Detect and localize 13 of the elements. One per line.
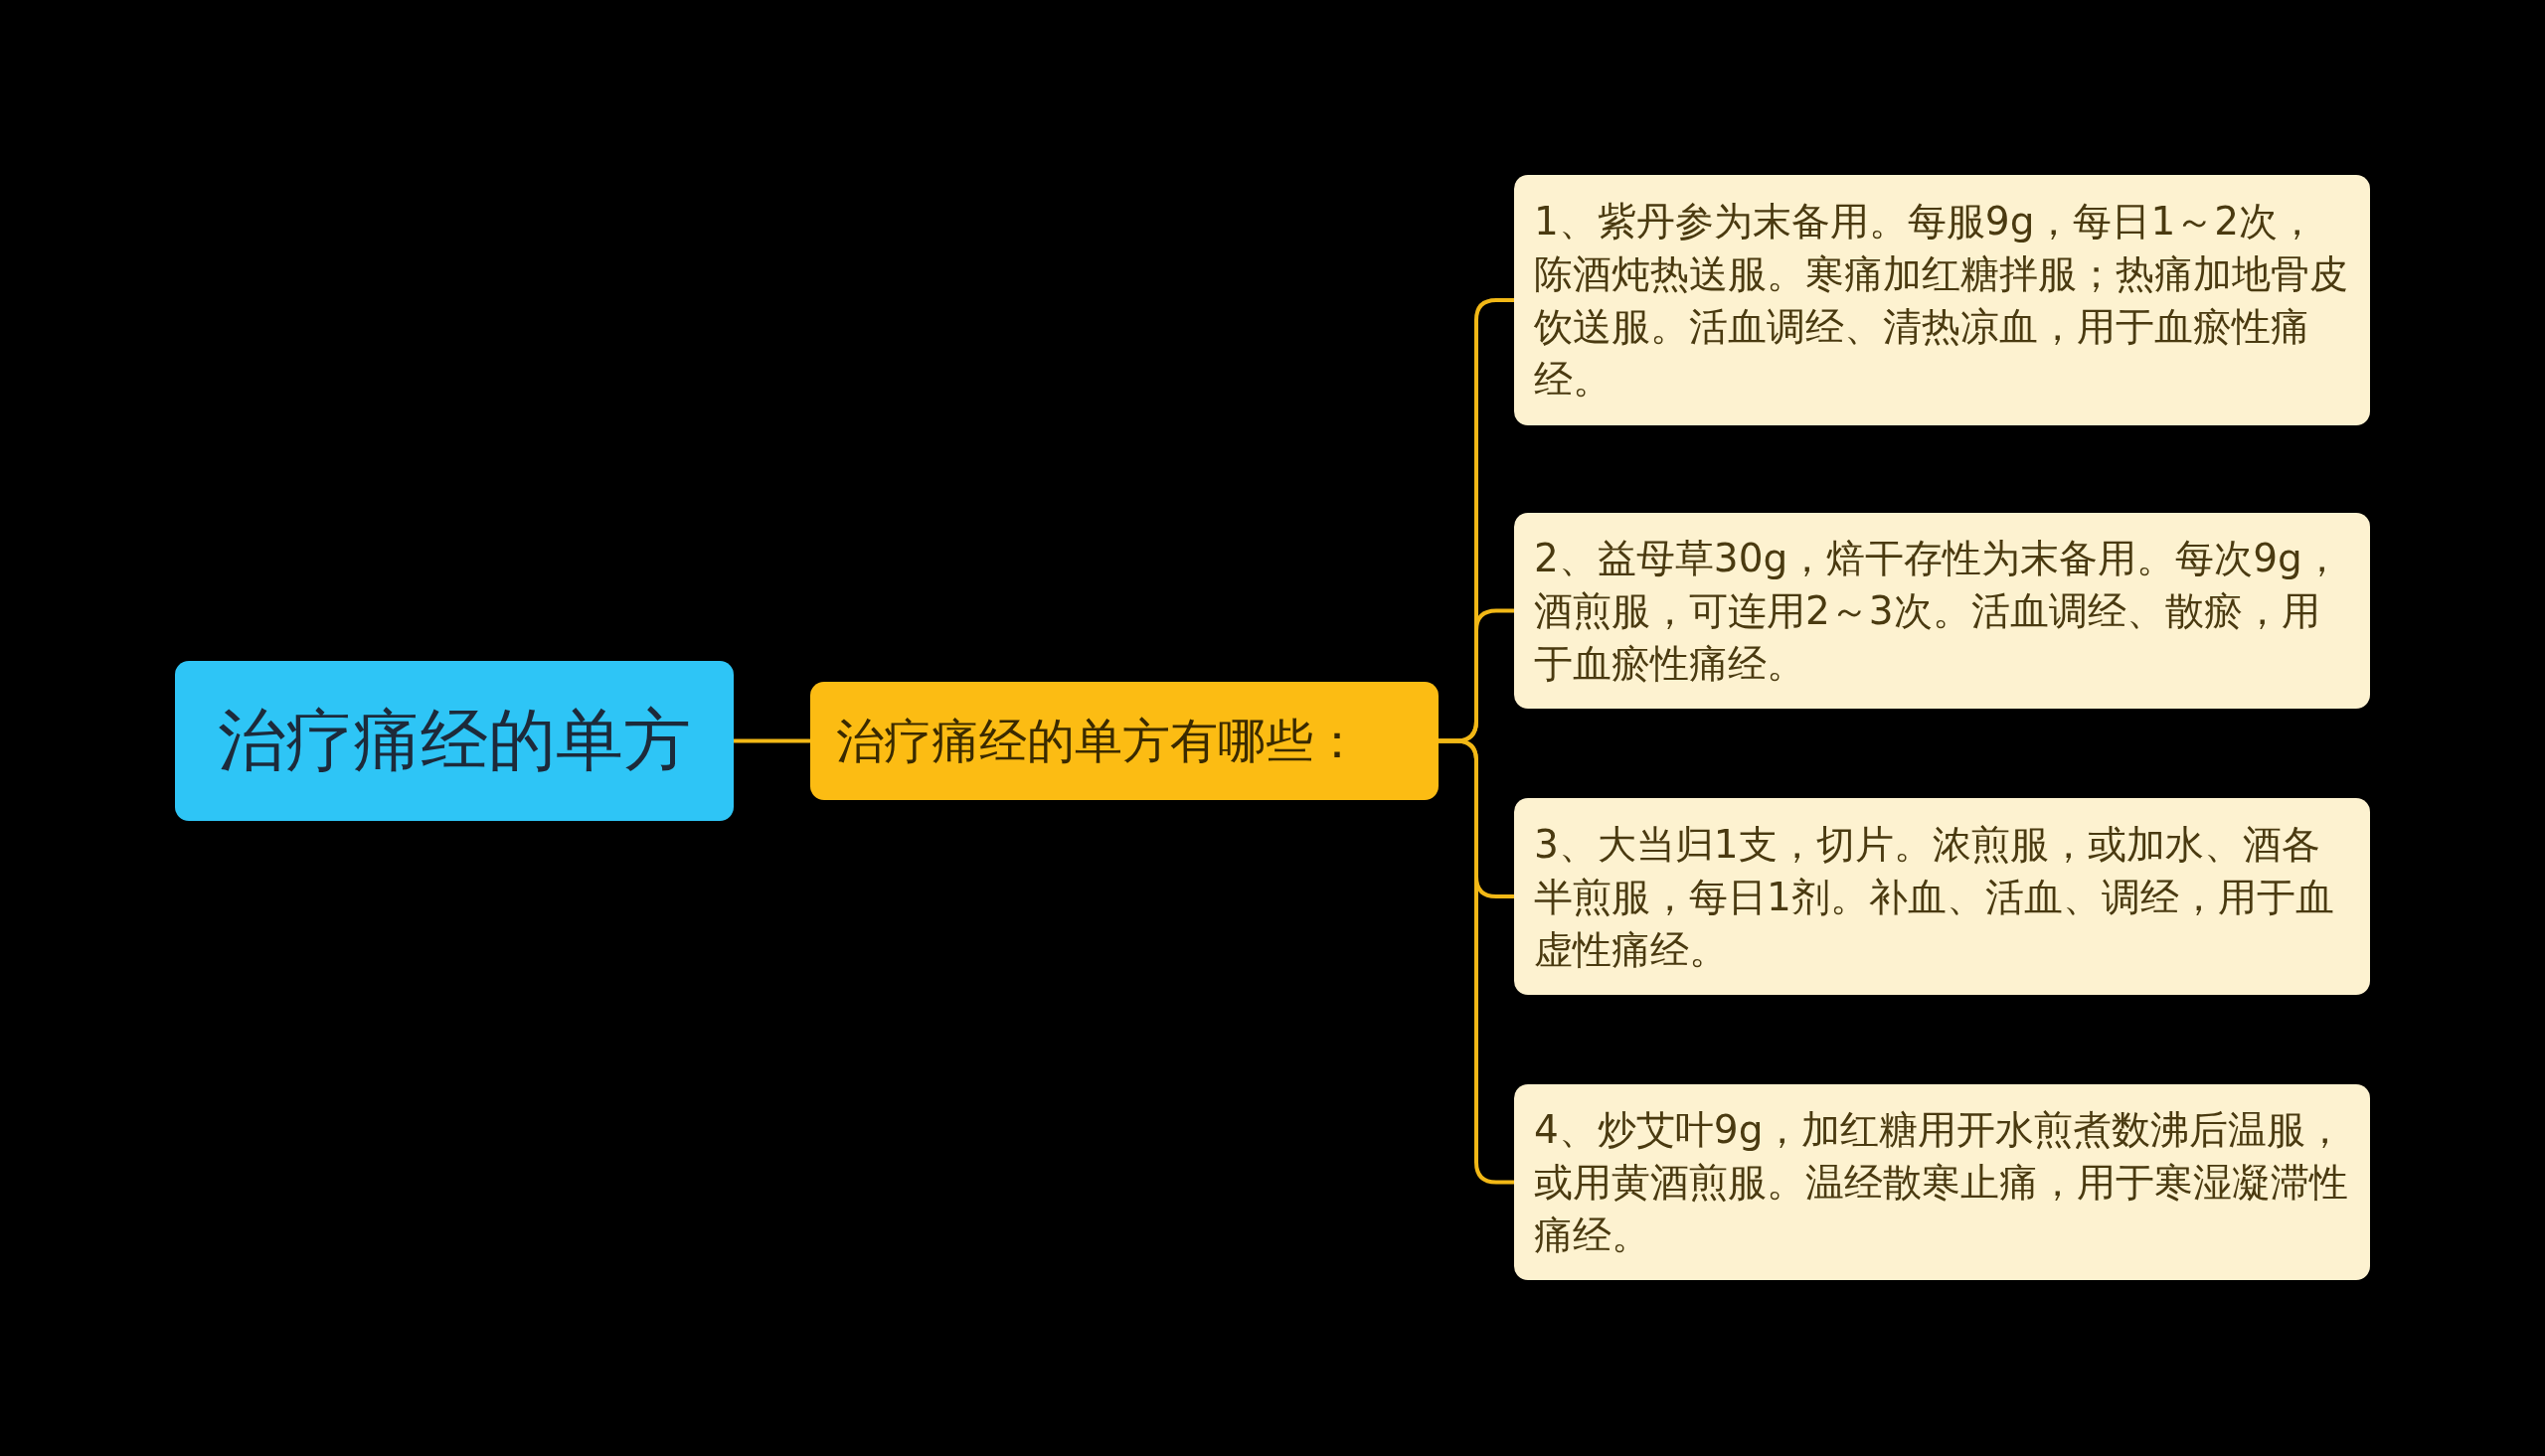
note-text: 1、紫丹参为末备用。每服9g，每日1～2次，陈酒炖热送服。寒痛加红糖拌服；热痛加地骨皮饮送服。活血调经、清热凉血，用于血瘀性痛经。 [1534,198,2349,404]
subtopic-box [810,682,1439,800]
topic-text: 治疗痛经的单方有哪些： [836,711,1361,770]
note-box [1514,175,2370,425]
note-box [1514,798,2370,995]
note-text: 2、益母草30g，焙干存性为末备用。每次9g，酒煎服，可连用2～3次。活血调经、散瘀，用于血瘀性痛经。 [1534,535,2342,688]
topic-text: 治疗痛经的单方 [218,700,691,781]
connector-line [734,738,810,743]
note-box [1514,1084,2370,1280]
topic-box [175,661,734,821]
note-box [1514,513,2370,709]
note-text: 3、大当归1支，切片。浓煎服，或加水、酒各半煎服，每日1剂。补血、活血、调经，用于血虚性痛经。 [1534,820,2335,974]
note-text: 4、炒艾叶9g，加红糖用开水煎煮数沸后温服，或用黄酒煎服。温经散寒止痛，用于寒湿凝滞性痛经。 [1534,1106,2349,1259]
